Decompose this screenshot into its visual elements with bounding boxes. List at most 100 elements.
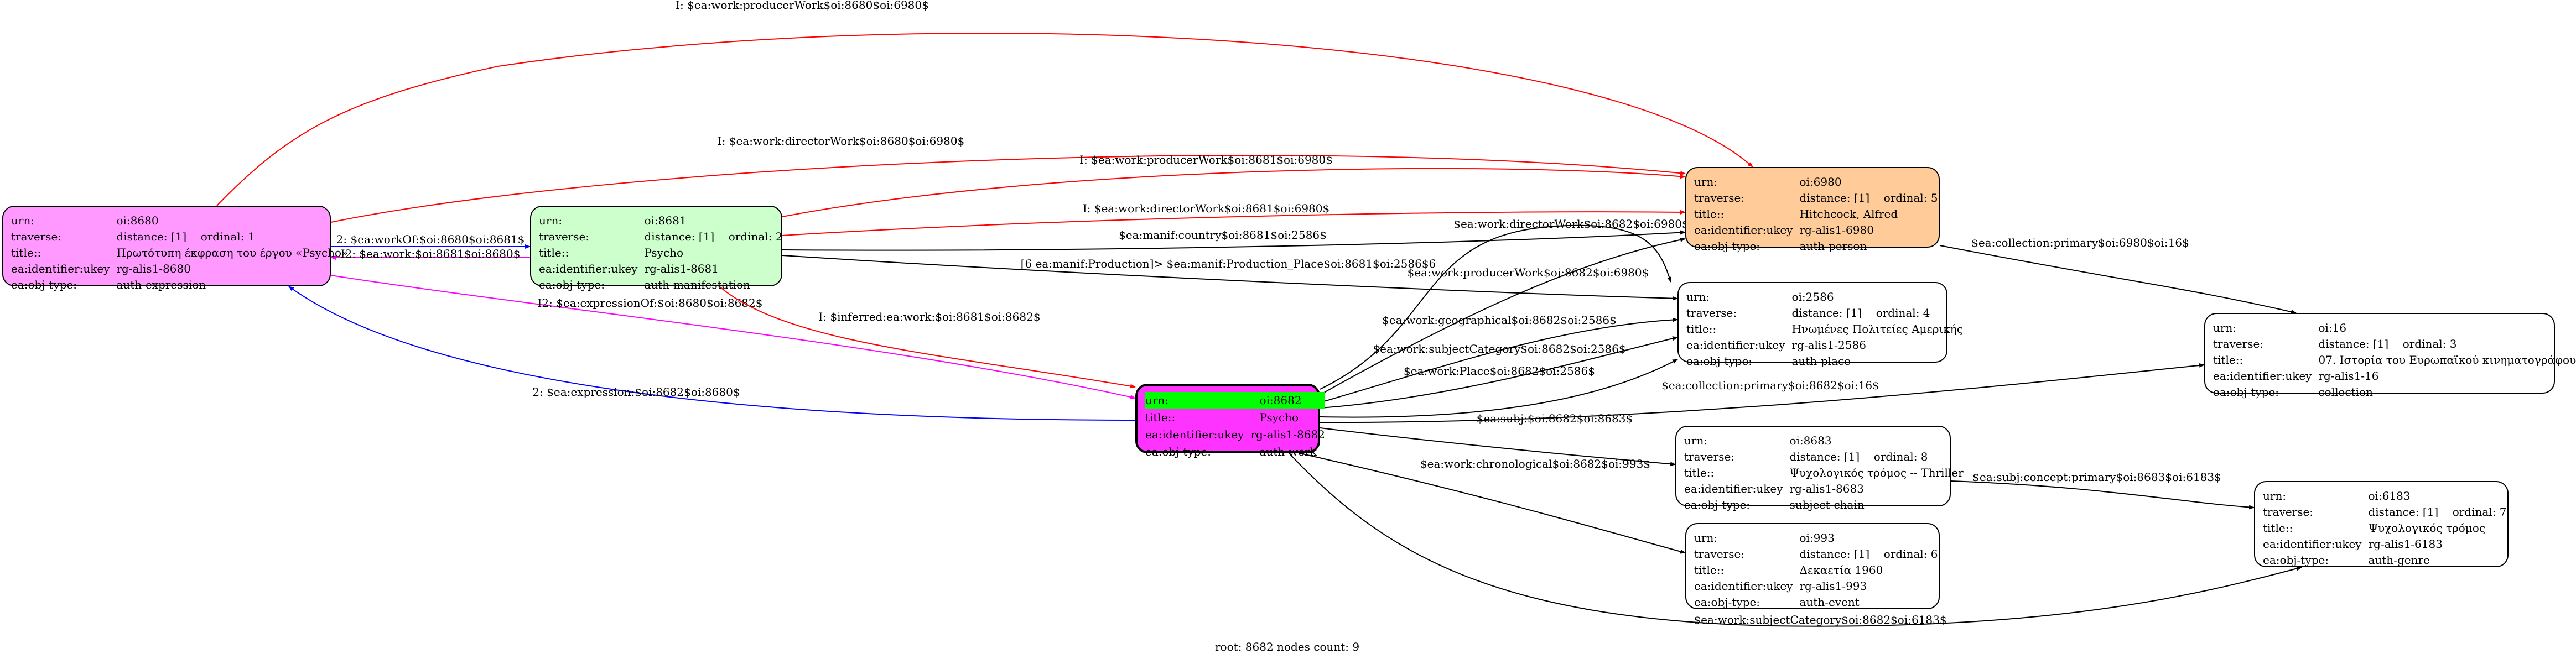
obj-type-key: ea:obj-type: (539, 278, 605, 291)
edge-e19 (1320, 427, 1676, 467)
traverse-ordinal: ordinal: 8 (1873, 450, 1928, 463)
identifier-value: rg-alis1-8683 (1789, 482, 1864, 495)
edge-e11 (288, 286, 1136, 421)
title-value: Psycho (644, 246, 684, 259)
edge-e15 (1320, 317, 1678, 403)
edge-label-e12: I: $inferred:ea:work:$oi:8681$oi:8682$ (818, 310, 1040, 323)
identifier-value: rg-alis1-8682 (1250, 428, 1325, 441)
obj-type-key: ea:obj-type: (1694, 239, 1760, 253)
edge-label-e22: $ea:work:subjectCategory$oi:8682$oi:6183… (1694, 613, 1946, 626)
node-oi-6183[interactable]: urn:oi:6183 traverse:distance: [1] ordin… (2254, 481, 2509, 567)
edge-label-e6: $ea:manif:country$oi:8681$oi:2586$ (1119, 228, 1327, 242)
traverse-distance: distance: [1] (2318, 337, 2389, 351)
traverse-ordinal: ordinal: 3 (2402, 337, 2457, 351)
edge-e16 (1320, 336, 1678, 409)
identifier-value: rg-alis1-6183 (2368, 537, 2443, 551)
identifier-key: ea:identifier:ukey (11, 262, 110, 275)
urn-value: oi:8680 (116, 214, 159, 227)
node-oi-8680[interactable]: urn:oi:8680 traverse:distance: [1] ordin… (2, 206, 348, 291)
traverse-key: traverse: (1694, 191, 1745, 205)
obj-type-key: ea:obj-type: (1145, 445, 1212, 458)
identifier-key: ea:identifier:ukey (1684, 482, 1783, 495)
identifier-key: ea:identifier:ukey (1694, 579, 1793, 593)
urn-value: oi:8681 (644, 214, 687, 227)
node-oi-993[interactable]: urn:oi:993 traverse:distance: [1] ordina… (1685, 523, 1940, 609)
obj-type-value: collection (2318, 385, 2373, 399)
edge-e1 (216, 33, 1753, 206)
identifier-value: rg-alis1-2586 (1791, 338, 1866, 352)
node-oi-8681[interactable]: urn:oi:8681 traverse:distance: [1] ordin… (530, 206, 783, 291)
edge-label-e11: 2: $ea:expression:$oi:8682$oi:8680$ (532, 385, 740, 399)
node-oi-8683[interactable]: urn:oi:8683 traverse:distance: [1] ordin… (1675, 426, 1964, 511)
title-value: Ψυχολογικός τρόμος -- Thriller (1789, 466, 1964, 479)
urn-key: urn: (1684, 434, 1708, 447)
edge-label-e18: $ea:collection:primary$oi:8682$oi:16$ (1661, 379, 1879, 392)
title-key: title:: (1694, 207, 1725, 221)
traverse-key: traverse: (1686, 306, 1737, 320)
node-oi-8682-root[interactable]: urn:oi:8682 title::Psycho ea:identifier:… (1135, 384, 1325, 458)
identifier-key: ea:identifier:ukey (539, 262, 638, 275)
title-value: Ψυχολογικός τρόμος (2368, 521, 2486, 535)
edge-label-e7: [6 ea:manif:Production]> $ea:manif:Produ… (1021, 257, 1436, 270)
urn-key: urn: (1686, 290, 1710, 304)
edge-label-e19: $ea:subj:$oi:8682$oi:8683$ (1477, 412, 1633, 425)
node-oi-16[interactable]: urn:oi:16 traverse:distance: [1] ordinal… (2204, 313, 2576, 399)
traverse-key: traverse: (2213, 337, 2264, 351)
title-key: title:: (1694, 563, 1725, 577)
edge-e17 (1320, 359, 1678, 418)
urn-value: oi:8683 (1789, 434, 1832, 447)
node-oi-6980[interactable]: urn:oi:6980 traverse:distance: [1] ordin… (1685, 167, 1940, 253)
edge-label-e17: $ea:work:Place$oi:8682$oi:2586$ (1404, 364, 1595, 378)
obj-type-value: auth-expression (116, 278, 206, 291)
edge-label-e1: I: $ea:work:producerWork$oi:8680$oi:6980… (676, 0, 929, 12)
title-key: title:: (1686, 322, 1717, 336)
traverse-distance: distance: [1] (1799, 191, 1870, 205)
node-oi-2586[interactable]: urn: oi:2586 traverse: distance: [1] ordin… (1677, 282, 1963, 368)
traverse-distance: distance: [1] (116, 230, 187, 243)
urn-value: oi:993 (1799, 531, 1835, 545)
obj-type-value: subject-chain (1789, 498, 1865, 511)
traverse-key: traverse: (1684, 450, 1735, 463)
urn-key: urn: (11, 214, 35, 227)
traverse-ordinal: ordinal: 7 (2452, 505, 2507, 519)
edge-e3 (782, 168, 1686, 217)
edge-e6 (782, 230, 1686, 251)
identifier-key: ea:identifier:ukey (1686, 338, 1785, 352)
traverse-ordinal: ordinal: 5 (1883, 191, 1938, 205)
traverse-key: traverse: (1694, 547, 1745, 561)
edge-label-e14: $ea:collection:primary$oi:6980$oi:16$ (1971, 236, 2189, 249)
identifier-value: rg-alis1-8681 (644, 262, 719, 275)
urn-value: oi:6980 (1799, 175, 1842, 189)
edge-label-e10: I2: $ea:expressionOf:$oi:8680$oi:8682$ (538, 296, 763, 310)
urn-key: urn: (1145, 394, 1169, 407)
title-key: title:: (2263, 521, 2293, 535)
traverse-ordinal: ordinal: 6 (1883, 547, 1938, 561)
edge-e21 (1950, 480, 2255, 510)
obj-type-key: ea:obj-type: (11, 278, 77, 291)
edge-e7 (782, 255, 1678, 301)
edge-e18 (1320, 363, 2205, 423)
urn-value: oi:2586 (1791, 290, 1834, 304)
traverse-distance: distance: [1] (1799, 547, 1870, 561)
obj-type-value: auth-manifestation (644, 278, 750, 291)
edge-label-e15: $ea:work:geographical$oi:8682$oi:2586$ (1382, 313, 1617, 327)
edge-e12 (719, 286, 1136, 389)
title-value: Psycho (1259, 411, 1299, 424)
traverse-distance: distance: [1] (1791, 306, 1862, 320)
traverse-ordinal: ordinal: 4 (1876, 306, 1930, 320)
identifier-key: ea:identifier:ukey (1694, 223, 1793, 237)
title-key: title:: (2213, 353, 2243, 367)
title-value: Πρωτότυπη έκφραση του έργου «Psycho» (116, 246, 349, 259)
title-value: Ηνωμένες Πολιτείες Αμερικής (1791, 322, 1964, 336)
title-key: title:: (1684, 466, 1715, 479)
edge-e10 (330, 275, 1136, 399)
identifier-value: rg-alis1-16 (2318, 369, 2379, 383)
urn-highlight-row: urn:oi:8682 (1145, 392, 1325, 409)
identifier-key: ea:identifier:ukey (1145, 428, 1244, 441)
identifier-value: rg-alis1-6980 (1799, 223, 1874, 237)
obj-type-key: ea:obj-type: (1686, 354, 1753, 368)
identifier-value: rg-alis1-8680 (116, 262, 191, 275)
edge-label-e3: I: $ea:work:producerWork$oi:8681$oi:6980… (1079, 153, 1333, 166)
edge-label-e20: $ea:work:chronological$oi:8682$oi:993$ (1420, 457, 1650, 470)
